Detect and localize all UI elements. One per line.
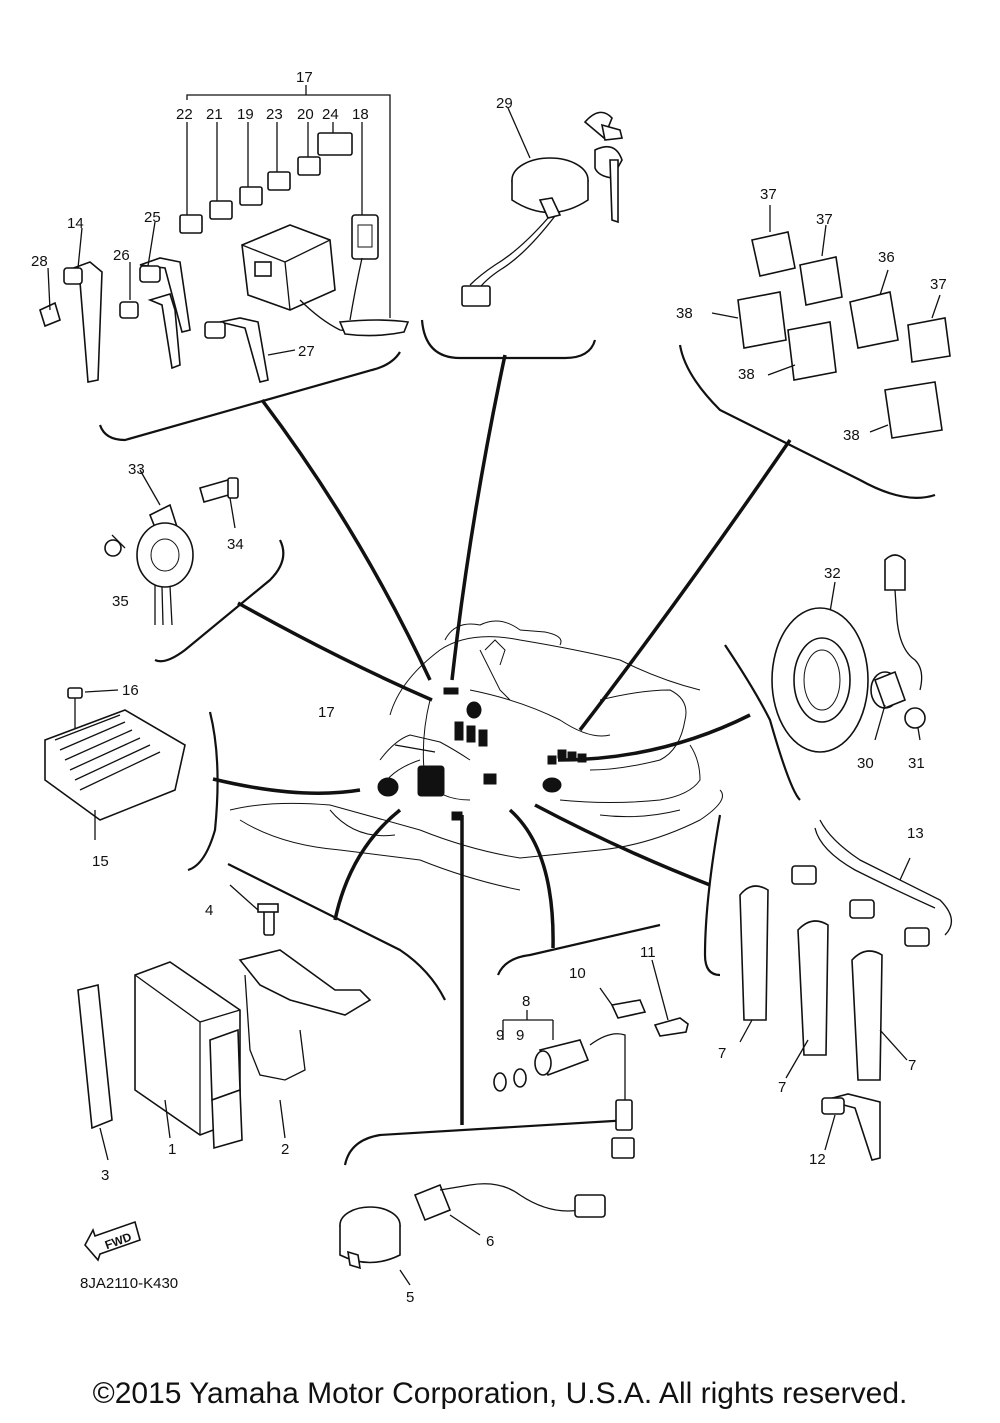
label-35: 35 [112,593,129,610]
horn-group [104,469,239,626]
label-38-c: 38 [843,427,860,444]
ecu-group [77,884,372,1161]
label-10: 10 [569,965,586,982]
label-7-a: 7 [718,1045,726,1062]
label-19: 19 [237,106,254,123]
label-9-b: 9 [516,1027,524,1044]
label-11: 11 [640,944,656,961]
ignition-coil-group [739,819,952,1161]
snowmobile-body [229,620,723,891]
label-13: 13 [907,825,924,842]
label-25: 25 [144,209,161,226]
label-32: 32 [824,565,841,582]
label-28: 28 [31,253,48,270]
part-code: 8JA2110-K430 [80,1275,178,1292]
label-23: 23 [266,106,283,123]
label-24: 24 [322,106,339,123]
label-17: 17 [296,69,313,86]
relay-group [711,205,951,439]
throttle-sensor-group [493,959,689,1159]
main-switch-group [461,107,623,307]
label-2: 2 [281,1141,289,1158]
speed-sensor-group [339,1183,606,1286]
group-frames [98,319,936,1166]
label-22: 22 [176,106,193,123]
label-29: 29 [496,95,513,112]
part-labels: 17 22 21 19 23 20 24 18 14 25 28 26 27 2… [31,69,947,1306]
label-3: 3 [101,1167,109,1184]
label-14: 14 [67,215,84,232]
label-6: 6 [486,1233,494,1250]
label-36: 36 [878,249,895,266]
rectifier-group [44,687,186,840]
label-18: 18 [352,106,369,123]
label-21: 21 [206,106,223,123]
label-20: 20 [297,106,314,123]
label-33: 33 [128,461,145,478]
label-7-b: 7 [778,1079,786,1096]
label-7-c: 7 [908,1057,916,1074]
label-1: 1 [168,1141,176,1158]
label-9-a: 9 [496,1027,504,1044]
label-12: 12 [809,1151,826,1168]
label-8: 8 [522,993,530,1010]
label-38-b: 38 [738,366,755,383]
label-30: 30 [857,755,874,772]
label-37-c: 37 [930,276,947,293]
copyright-notice: ©2015 Yamaha Motor Corporation, U.S.A. A… [92,1377,908,1410]
label-4: 4 [205,902,213,919]
label-5: 5 [406,1289,414,1306]
callout-lines [212,354,792,1125]
fwd-arrow-icon: FWD [84,1220,141,1262]
label-26: 26 [113,247,130,264]
fuse-box-group [39,85,410,383]
label-34: 34 [227,536,244,553]
label-31: 31 [908,755,925,772]
label-16: 16 [122,682,139,699]
label-15: 15 [92,853,109,870]
sensor-rotor-group [771,554,926,753]
label-17-center: 17 [318,704,335,721]
label-37-b: 37 [816,211,833,228]
label-37-a: 37 [760,186,777,203]
label-38-a: 38 [676,305,693,322]
label-27: 27 [298,343,315,360]
